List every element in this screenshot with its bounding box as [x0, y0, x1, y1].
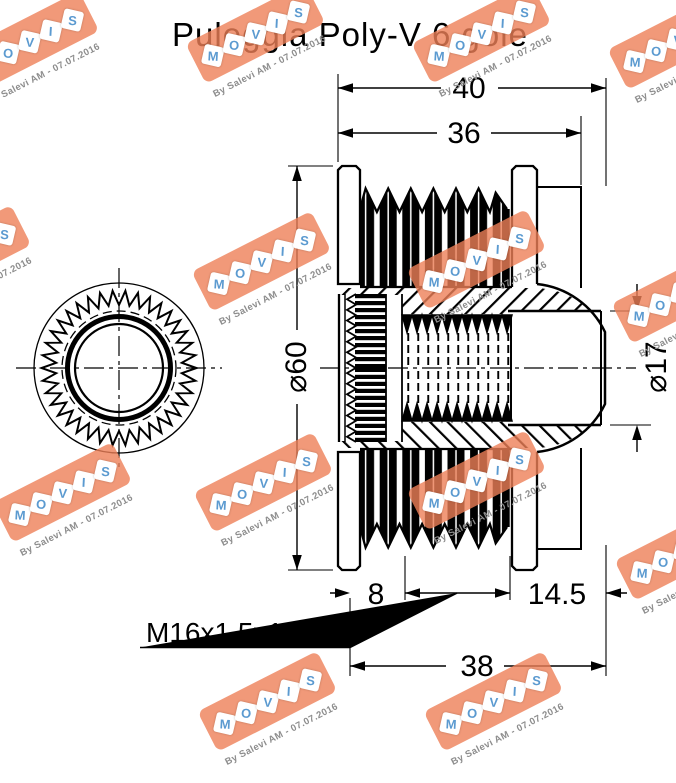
dim-hub-length: 38 [350, 650, 606, 683]
thread-spec-label: M16x1.5x15.5 [146, 617, 322, 648]
watermark-brand-letter: M [444, 715, 457, 731]
watermark-brand-tile: O [460, 700, 484, 725]
hidden-circle [61, 310, 177, 426]
dim-body-width-label: 36 [447, 117, 480, 150]
dim-total-width-label: 40 [452, 72, 485, 105]
drawing-title: Puleggia Poly-V 6 gole [172, 16, 528, 53]
dim-hub-length-label: 38 [460, 650, 493, 683]
dim-total-width: 40 [338, 72, 606, 105]
watermark-brand-tile: M [438, 711, 463, 736]
dim-outer-diameter-label: ⌀60 [280, 341, 313, 392]
watermark-brand-letter: V [262, 693, 273, 710]
dim-hub-right-width-label: 14.5 [528, 578, 586, 611]
watermark-byline: By Salevi AM - 07.07.2016 [449, 701, 566, 768]
dim-clutch-offset: 8 14.5 [330, 578, 627, 611]
serration-ring [38, 287, 200, 449]
watermark-brand-letter: O [466, 704, 478, 721]
technical-drawing-canvas: Puleggia Poly-V 6 gole 40 [16, 16, 673, 683]
section-view [320, 164, 636, 572]
front-view [16, 268, 222, 470]
watermark-brand-letter: O [240, 704, 252, 721]
dim-body-width: 36 [338, 117, 581, 150]
hub-bold-circle [65, 314, 173, 422]
dim-clutch-offset-label: 8 [368, 578, 385, 611]
dim-bore-diameter: ⌀17 [632, 284, 673, 452]
watermark-brand-tile: O [234, 700, 258, 725]
watermark-brand-tile: M [212, 711, 237, 736]
watermark-brand-letter: M [218, 715, 231, 731]
watermark-brand-letter: V [488, 693, 499, 710]
thread-callout: M16x1.5x15.5 [140, 592, 458, 649]
dim-outer-diameter: ⌀60 [280, 166, 313, 570]
watermark-byline: By Salevi AM - 07.07.2016 [223, 701, 340, 768]
dim-bore-diameter-label: ⌀17 [640, 341, 673, 392]
bore-circle [73, 322, 165, 414]
